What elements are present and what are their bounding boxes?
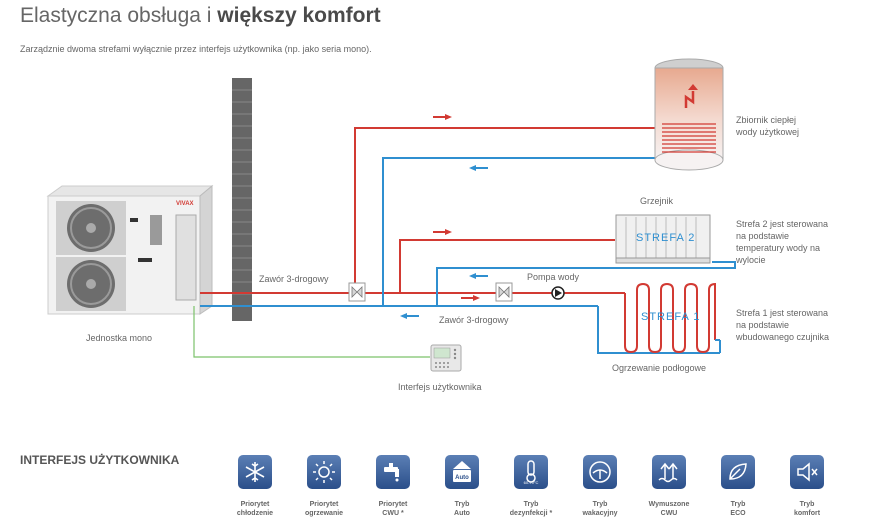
tap-icon [376,455,410,489]
valve-1-label: Zawór 3-drogowy [259,274,329,284]
snowflake-icon [238,455,272,489]
pump-label: Pompa wody [527,272,580,282]
brick-wall [232,78,252,321]
unit-label: Jednostka mono [86,333,153,343]
holiday-icon [583,455,617,489]
valve-1 [348,282,366,302]
radiator-label: Grzejnik [640,196,674,206]
floor-heating-label: Ogrzewanie podłogowe [612,363,707,373]
valve-2 [495,282,513,302]
underfloor-coil [624,282,721,354]
water-pump [551,286,565,300]
cold-pipes [200,157,736,354]
section-title: INTERFEJS UŻYTKOWNIKA [20,453,180,467]
user-interface-device [430,344,462,372]
radiator [615,214,711,264]
svg-text:Auto: Auto [455,475,469,481]
valve-2-label: Zawór 3-drogowy [439,315,509,325]
svg-text:60-70°C: 60-70°C [524,480,539,485]
hot-pipes [200,127,682,294]
brand-logo: VIVAX [176,201,194,207]
mono-unit [46,184,214,315]
control-wire [193,306,430,358]
sun-icon [307,455,341,489]
forced-dhw-icon [652,455,686,489]
flow-arrows [400,114,488,319]
thermometer-icon: 60-70°C [514,455,548,489]
interface-label: Interfejs użytkownika [398,382,482,392]
zone-2-label: STREFA 2 [636,232,696,244]
auto-icon: Auto [445,455,479,489]
zone-1-label: STREFA 1 [641,311,701,323]
hot-water-tank [654,58,724,171]
page-subtitle: Zarządznie dwoma strefami wyłącznie prze… [20,44,372,54]
eco-leaf-icon [721,455,755,489]
page-title: Elastyczna obsługa i większy komfort [20,4,381,27]
heating-diagram: VIVAX [46,58,736,372]
speaker-icon [790,455,824,489]
